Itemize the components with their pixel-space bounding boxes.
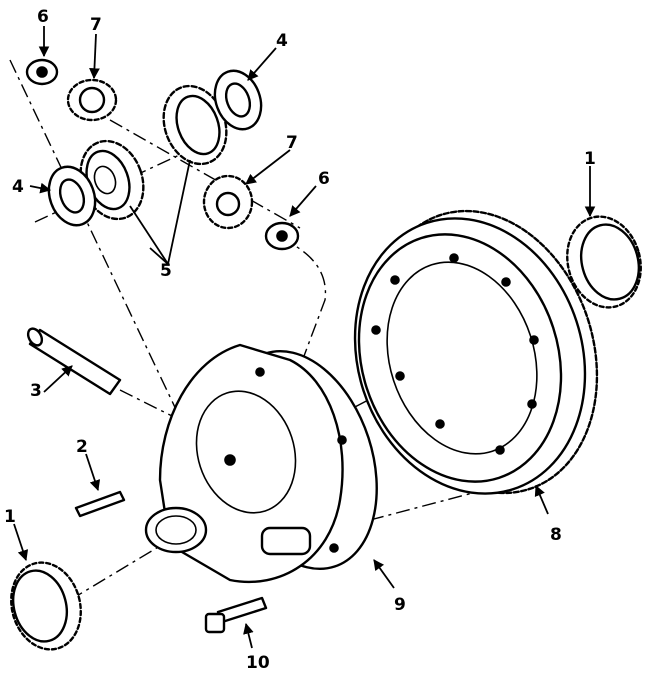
- callout-10: 10: [246, 653, 270, 673]
- callout-6-top: 6: [37, 7, 49, 27]
- callout-4-right: 4: [276, 31, 288, 51]
- callout-5: 5: [160, 261, 172, 281]
- differential-case: [144, 343, 378, 584]
- side-gear-lower: [79, 139, 145, 221]
- callout-7-mid: 7: [286, 133, 298, 153]
- side-gear-upper: [162, 84, 228, 166]
- pinion-washer-mid: [264, 221, 300, 251]
- callout-8: 8: [550, 525, 562, 545]
- pinion-gear-lower: [202, 174, 254, 230]
- pinion-washer-top: [25, 58, 59, 86]
- callout-1-left: 1: [4, 507, 16, 527]
- ring-gear-bolt: [204, 596, 268, 634]
- leader-lines: [13, 26, 596, 649]
- ring-gear: [353, 209, 599, 495]
- pinion-shaft: [26, 327, 122, 396]
- callout-2: 2: [76, 437, 88, 457]
- callout-9: 9: [394, 595, 406, 615]
- callout-7-top: 7: [90, 15, 102, 35]
- callout-6-mid: 6: [318, 169, 330, 189]
- lock-pin: [74, 490, 126, 518]
- side-bearing-right: [566, 215, 642, 309]
- callout-3: 3: [30, 381, 42, 401]
- callout-4-left: 4: [12, 177, 24, 197]
- thrust-washer-lower-left: [47, 165, 97, 227]
- side-bearing-left: [10, 561, 82, 651]
- callout-1-right: 1: [584, 149, 596, 169]
- thrust-washer-upper-right: [213, 69, 263, 131]
- ring-gear-bolt-holes: [371, 253, 539, 455]
- pinion-gear-upper: [66, 78, 118, 122]
- callout-labels: 6 7 4 4 7 6 5 1 3 2 1 8 9 10: [4, 7, 596, 673]
